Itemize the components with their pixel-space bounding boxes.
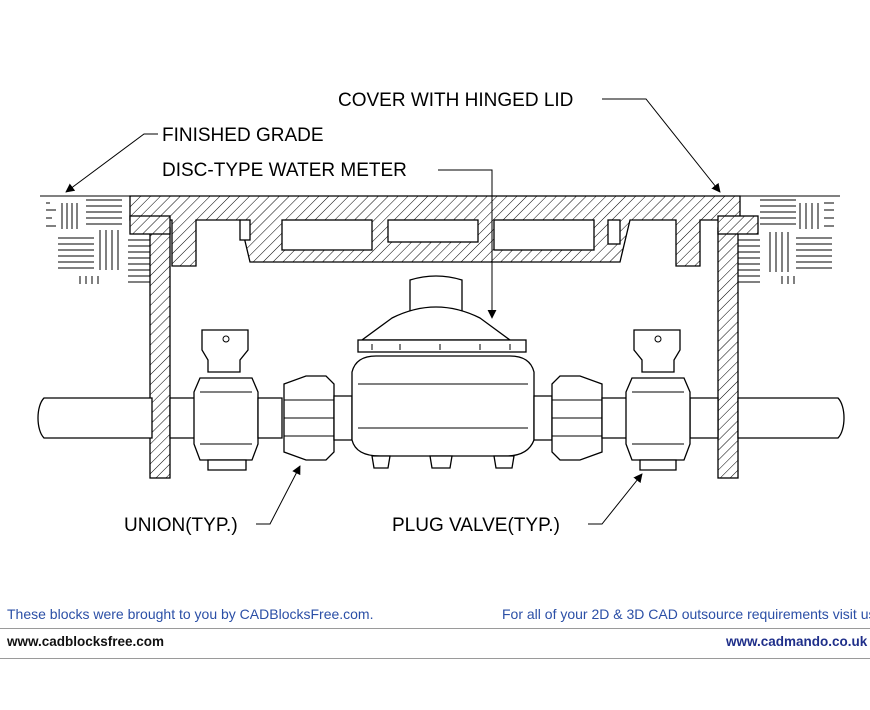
- soil-right: [738, 195, 840, 284]
- label-finished-grade: FINISHED GRADE: [162, 125, 324, 146]
- pit-walls: [129, 215, 759, 479]
- plug-valve-right: [625, 329, 691, 471]
- label-disc-type-water-meter: DISC-TYPE WATER METER: [162, 160, 407, 181]
- footer-credit-right: For all of your 2D & 3D CAD outsource re…: [502, 606, 870, 622]
- label-plug-valve: PLUG VALVE(TYP.): [392, 515, 560, 536]
- pipe-right: [737, 397, 845, 439]
- pipe-inner-right: [689, 397, 719, 439]
- leader-valve: [588, 473, 643, 525]
- footer-divider: [0, 628, 870, 629]
- leader-grade: [65, 133, 158, 193]
- union-left: [283, 375, 353, 461]
- union-right: [533, 375, 629, 461]
- footer-link-cadmando[interactable]: www.cadmando.co.uk: [726, 634, 868, 649]
- water-meter-pit-drawing: COVER WITH HINGED LID FINISHED GRADE DIS…: [37, 90, 845, 536]
- footer-credit-left: These blocks were brought to you by CADB…: [7, 606, 374, 622]
- pipe-left: [37, 397, 153, 439]
- footer-link-cadblocksfree[interactable]: www.cadblocksfree.com: [7, 634, 165, 649]
- disc-type-water-meter: [351, 275, 535, 469]
- leader-cover: [602, 98, 721, 193]
- label-cover-with-hinged-lid: COVER WITH HINGED LID: [338, 90, 573, 111]
- leader-meter: [438, 169, 497, 319]
- footer-bottom-divider: [0, 658, 870, 659]
- label-union: UNION(TYP.): [124, 515, 238, 536]
- soil-left: [40, 195, 152, 284]
- meter-box-lid: [129, 195, 741, 267]
- plug-valve-left: [193, 329, 283, 471]
- leader-union: [256, 465, 301, 525]
